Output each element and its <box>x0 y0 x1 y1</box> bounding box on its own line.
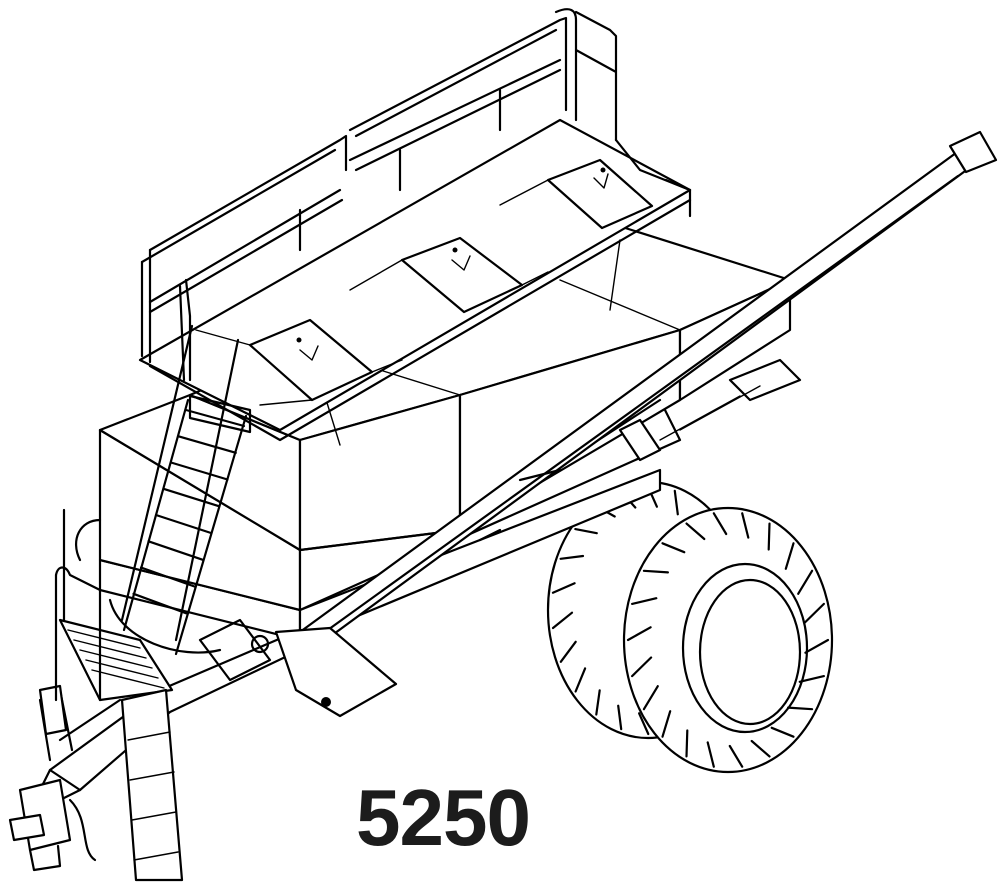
tire-lug <box>770 726 795 738</box>
tire-lug <box>661 542 686 554</box>
tire-lug <box>631 656 653 678</box>
tire-lug <box>551 611 574 630</box>
tire-lug <box>638 712 650 736</box>
ladder-rung <box>147 540 204 561</box>
tire-lug <box>617 704 623 731</box>
tire-lug <box>626 626 652 642</box>
tire-lug <box>595 689 601 716</box>
access-ladder <box>120 324 252 656</box>
top-deck <box>138 118 692 442</box>
fill-auger <box>274 130 998 718</box>
tire-lug <box>750 739 771 758</box>
tire-lug <box>551 582 576 594</box>
tire-lug <box>787 706 814 711</box>
tire-lug <box>798 675 825 683</box>
tire-lug <box>559 640 577 663</box>
tire-lug <box>804 638 830 654</box>
front-hoses <box>75 518 272 682</box>
ladder-rung <box>162 487 221 508</box>
tire-lug <box>803 602 825 624</box>
guard-rails <box>140 8 692 382</box>
front-platform <box>54 508 184 882</box>
ladder-rung <box>132 592 188 615</box>
tire-lug <box>631 597 658 605</box>
ladder-rung <box>184 408 246 428</box>
tire-lug <box>741 512 750 539</box>
tire-lug <box>642 569 669 574</box>
tire-lug <box>574 528 598 535</box>
tire-lug <box>642 685 659 711</box>
tire-lug <box>784 542 795 570</box>
tire-lug <box>685 729 689 758</box>
tire-lug <box>661 710 672 738</box>
tire-lug <box>767 522 771 551</box>
tire-lug <box>673 489 679 516</box>
tire-lug <box>712 512 728 536</box>
ladder-rung <box>154 513 213 535</box>
model-number-label: 5250 <box>356 773 531 862</box>
rear-dual-tires <box>546 480 834 774</box>
ladder-rung <box>139 566 196 588</box>
ladder-rung <box>177 435 237 454</box>
tire-lug <box>574 667 587 693</box>
ladder-rung <box>169 461 229 481</box>
tire-lug <box>685 522 706 541</box>
tire-lug <box>797 569 814 595</box>
tire-lug <box>728 744 744 768</box>
tire-lug <box>559 554 585 560</box>
tire-lug <box>706 741 715 768</box>
